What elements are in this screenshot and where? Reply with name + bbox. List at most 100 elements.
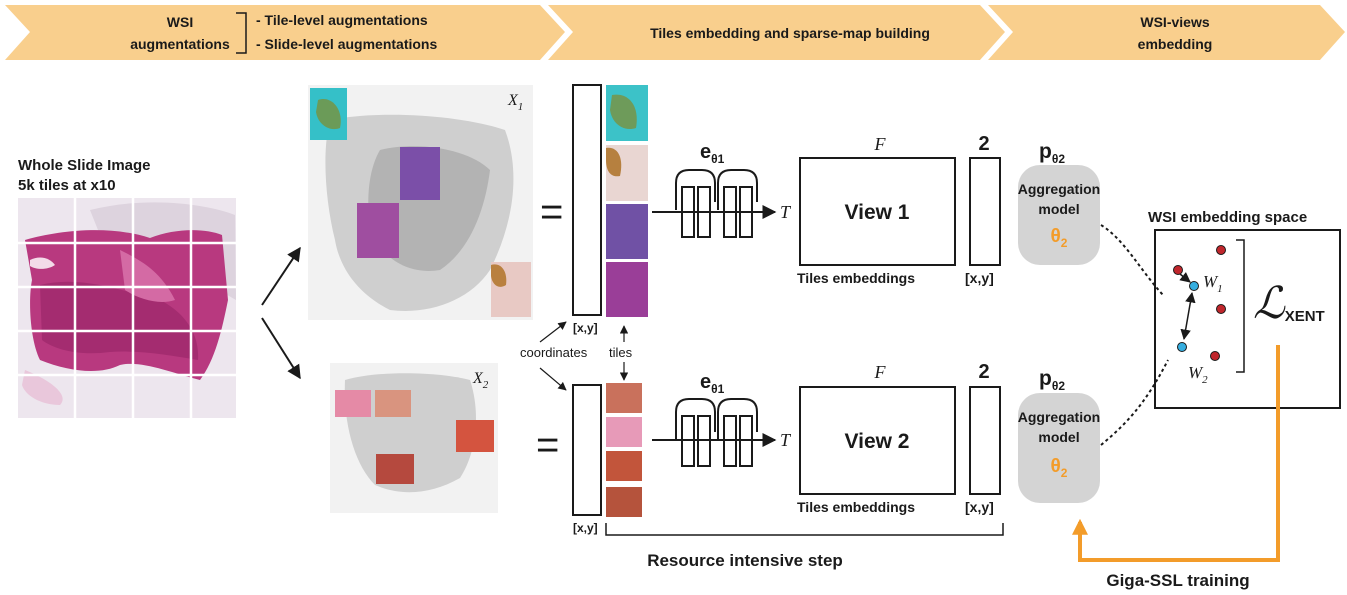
sparse-map-view1: [x,y] <box>572 84 648 335</box>
coord-label-view2: [x,y] <box>573 521 598 535</box>
w1-label: W1 <box>1203 272 1223 295</box>
header-embedding-label: embedding <box>1138 36 1213 52</box>
tile-col2-2 <box>606 417 642 447</box>
encoder-label-view2: eθ1 <box>700 371 725 396</box>
header-tile-aug: - Tile-level augmentations <box>256 12 428 28</box>
coord-column-view2 <box>572 384 602 516</box>
dashed-link-view1 <box>1100 224 1164 296</box>
coord-label-emb-view2: [x,y] <box>965 499 994 515</box>
x2-tile-pink <box>335 390 371 417</box>
header-bracket <box>236 12 247 54</box>
tile-col1-purple <box>606 204 648 259</box>
embedding-space: WSI embedding space W1 W2 ℒXENT <box>1148 209 1341 409</box>
tiles-embeddings-label-view2: Tiles embeddings <box>797 499 915 515</box>
f-label-view2: F <box>874 362 887 382</box>
aggregation-line1-view1: Aggregation <box>1018 181 1100 197</box>
coord-arrow-down <box>539 367 567 391</box>
p-label-view2: pθ2 <box>1039 367 1065 393</box>
coord-column-view1 <box>572 84 602 316</box>
coord-box-view1 <box>969 157 1001 266</box>
embeddings-view1: F 2 View 1 Tiles embeddings [x,y] <box>797 133 1001 286</box>
encoder-view2: eθ1 T <box>652 371 792 467</box>
tiles-embeddings-label-view1: Tiles embeddings <box>797 270 915 286</box>
header-slide-aug: - Slide-level augmentations <box>256 36 437 52</box>
negative-point-1 <box>1216 245 1226 255</box>
negative-point-4 <box>1210 351 1220 361</box>
header-stage-views <box>988 5 1345 60</box>
coord-label-emb-view1: [x,y] <box>965 270 994 286</box>
coordinates-label: coordinates <box>520 345 588 360</box>
view2-box <box>799 386 956 495</box>
arrow-to-view1 <box>261 246 301 306</box>
wsi-subtitle: 5k tiles at x10 <box>18 177 116 194</box>
t-label-view1: T <box>780 202 792 222</box>
encoder-view1: eθ1 T <box>652 141 792 238</box>
aggregation-view1: pθ2 Aggregation model θ2 <box>1018 140 1100 265</box>
header-bar: WSI augmentations - Tile-level augmentat… <box>5 5 1345 60</box>
view1-label: View 1 <box>845 201 910 224</box>
x1-tile-purple <box>400 147 440 200</box>
wsi-image <box>18 198 236 418</box>
embedding-space-title: WSI embedding space <box>1148 209 1307 226</box>
w1-arrow <box>1179 271 1191 283</box>
p-label-view1: pθ2 <box>1039 140 1065 166</box>
view2-label: View 2 <box>845 430 910 453</box>
w2-label: W2 <box>1188 363 1208 386</box>
negative-point-2 <box>1173 265 1183 275</box>
equals-view2: = <box>536 423 559 467</box>
t-label-view2: T <box>780 430 792 450</box>
two-label-view1: 2 <box>978 133 989 155</box>
sparse-map-annotations: coordinates tiles <box>520 321 633 391</box>
wsi-section: Whole Slide Image 5k tiles at x10 <box>18 157 301 418</box>
coord-arrow-up <box>539 321 567 343</box>
equals-view1: = <box>540 190 563 234</box>
training-arrow <box>1072 345 1280 562</box>
header-stage2-label: Tiles embedding and sparse-map building <box>650 25 930 41</box>
tile-col2-3 <box>606 451 642 481</box>
tiles-label: tiles <box>609 345 633 360</box>
training-label: Giga-SSL training <box>1106 571 1249 590</box>
tile-col1-magenta <box>606 262 648 317</box>
x1-tile-magenta <box>357 203 399 258</box>
coord-box-view2 <box>969 386 1001 495</box>
training-loop: Giga-SSL training <box>1072 345 1280 590</box>
aggregation-box-view1 <box>1018 165 1100 265</box>
aggregation-view2: pθ2 Aggregation model θ2 <box>1018 367 1100 503</box>
encoder-label-view1: eθ1 <box>700 141 725 166</box>
aggregation-box-view2 <box>1018 393 1100 503</box>
arrow-to-view2 <box>261 317 301 380</box>
tile-col2-1 <box>606 383 642 413</box>
anchor-point-w1 <box>1189 281 1199 291</box>
f-label-view1: F <box>874 134 887 154</box>
view-x2: X2 <box>330 363 498 513</box>
two-label-view2: 2 <box>978 361 989 383</box>
x2-tile-red <box>456 420 494 452</box>
wsi-tile-grid <box>18 198 236 418</box>
header-views-label: WSI-views <box>1140 14 1209 30</box>
theta-view1: θ2 <box>1051 226 1068 250</box>
aggregation-line2-view2: model <box>1038 429 1079 445</box>
header-stage-embedding <box>548 5 1005 60</box>
resource-intensive-bracket: Resource intensive step <box>605 523 1004 570</box>
header-stage-augmentation <box>5 5 565 60</box>
x1-label: X1 <box>507 92 523 113</box>
header-augmentations-label: augmentations <box>130 36 230 52</box>
x2-label: X2 <box>472 370 489 391</box>
header-wsi-label: WSI <box>167 14 193 30</box>
w1-w2-arrow <box>1180 291 1196 341</box>
encoder-icon-view1 <box>675 169 758 238</box>
view1-box <box>799 157 956 266</box>
resource-intensive-label: Resource intensive step <box>647 551 843 570</box>
anchor-point-w2 <box>1177 342 1187 352</box>
tile-col2-4 <box>606 487 642 517</box>
x2-tile-salmon <box>375 390 411 417</box>
embedding-bracket <box>1236 239 1245 373</box>
sparse-map-view2: [x,y] <box>572 383 642 535</box>
negative-point-3 <box>1216 304 1226 314</box>
coord-label-view1: [x,y] <box>573 321 598 335</box>
x2-tile-brown <box>376 454 414 484</box>
wsi-title: Whole Slide Image <box>18 157 151 174</box>
aggregation-line2-view1: model <box>1038 201 1079 217</box>
theta-view2: θ2 <box>1051 456 1068 480</box>
